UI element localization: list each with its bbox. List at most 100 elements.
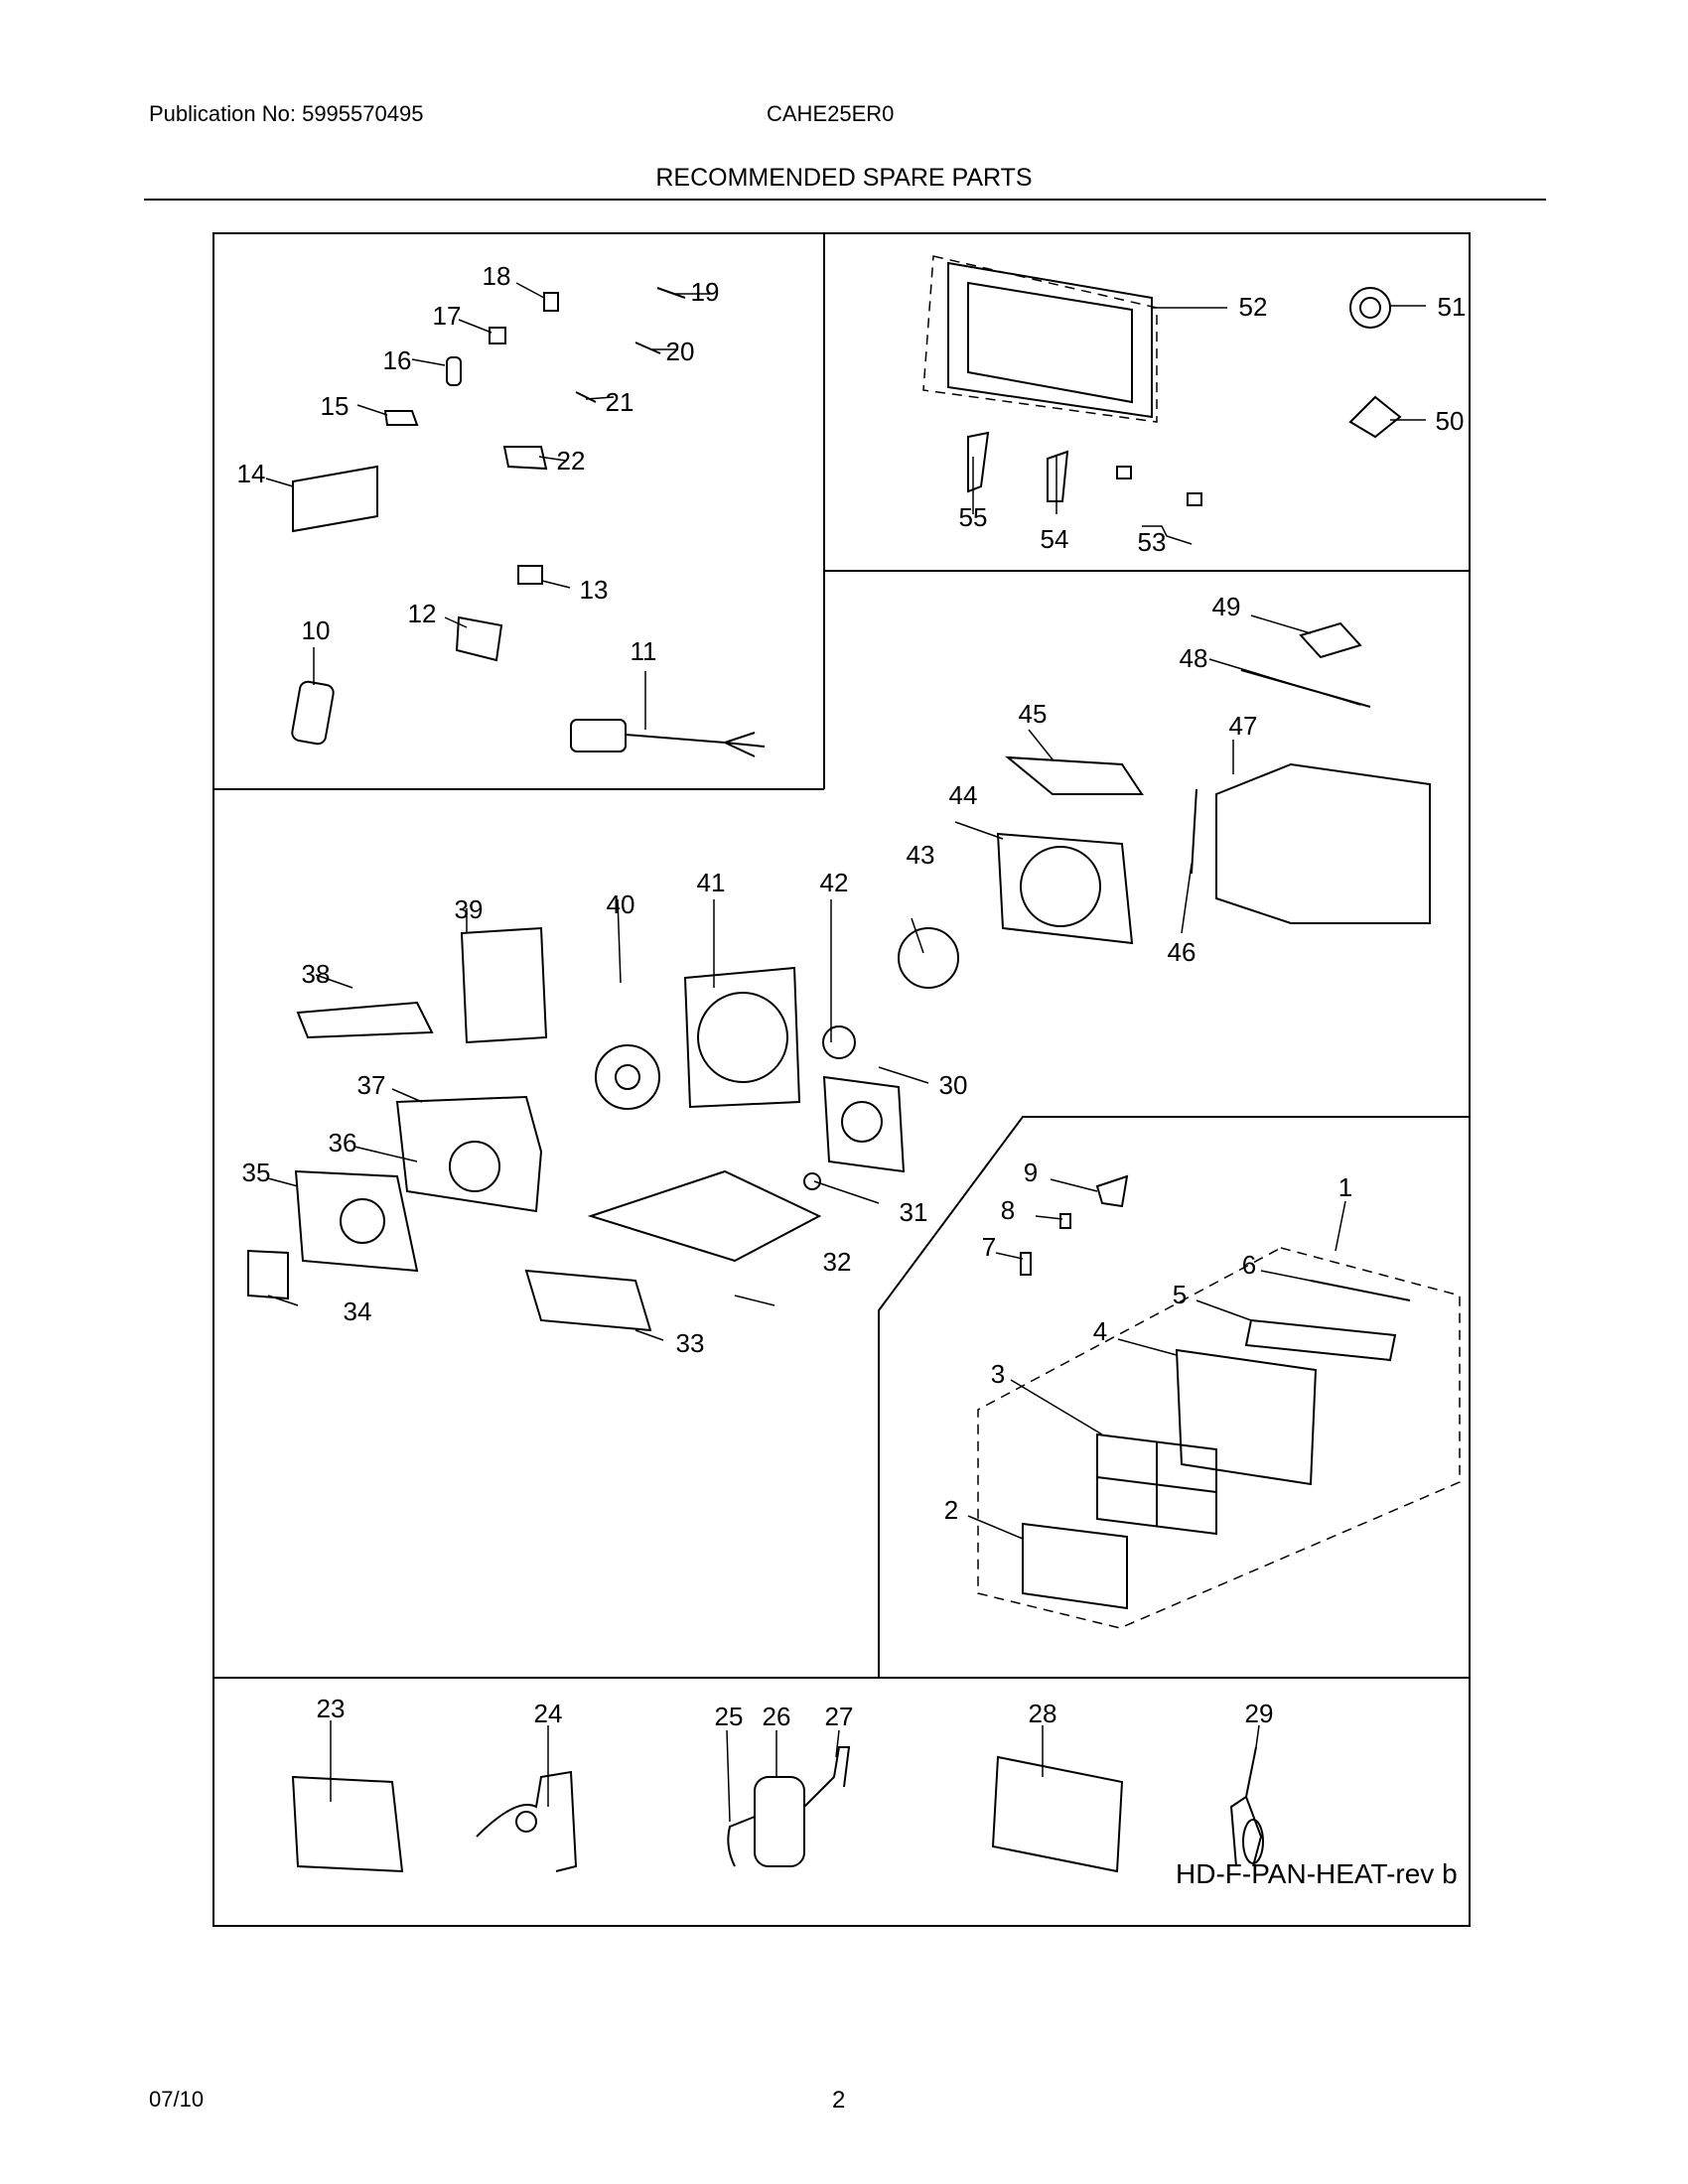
- part-3-sketch: [1096, 1433, 1217, 1536]
- part-number-label: 10: [302, 615, 331, 645]
- part-25-sketch: [727, 1816, 756, 1867]
- part-number-label: 35: [242, 1158, 271, 1187]
- part-number-label: 20: [666, 337, 695, 366]
- part-4-sketch: [1175, 1348, 1318, 1486]
- part-14-sketch: [292, 465, 378, 533]
- part-21-sketch: [575, 391, 597, 403]
- part-number-label: 5: [1173, 1280, 1187, 1309]
- part-number-label: 49: [1212, 592, 1241, 621]
- part-41-sketch: [683, 966, 801, 1109]
- part-30-sketch: [822, 1075, 906, 1173]
- part-number-label: 37: [357, 1070, 386, 1100]
- part-number-label: 52: [1239, 292, 1268, 322]
- part-number-label: 14: [237, 459, 266, 488]
- part-19-sketch: [656, 287, 686, 299]
- part-number-label: 24: [534, 1699, 563, 1728]
- part-number-label: 41: [697, 868, 726, 897]
- part-number-label: 3: [991, 1359, 1005, 1389]
- part-number-label: 1: [1338, 1172, 1352, 1202]
- part-number-label: 54: [1041, 524, 1069, 554]
- part-28-sketch: [991, 1755, 1124, 1873]
- part-26-sketch: [754, 1776, 805, 1867]
- part-39-sketch: [460, 926, 548, 1044]
- part-54-sketch: [1047, 450, 1069, 502]
- part-number-label: 42: [820, 868, 849, 897]
- part-number-label: 18: [483, 261, 511, 291]
- part-52-sketch: [947, 261, 1153, 419]
- leader-lines: [265, 282, 1426, 1823]
- part-number-label: 51: [1438, 292, 1467, 322]
- part-number-label: 25: [715, 1702, 744, 1731]
- part-2-sketch: [1022, 1522, 1128, 1610]
- header-rule: [144, 199, 1546, 201]
- part-number-label: 38: [302, 959, 331, 989]
- part-number-label: 21: [606, 387, 634, 417]
- part-23-sketch: [291, 1775, 404, 1873]
- part-18-sketch: [543, 292, 559, 312]
- part-number-label: 22: [557, 446, 586, 476]
- part-number-label: 31: [900, 1197, 928, 1227]
- dashed-outlines: [922, 255, 1461, 1629]
- part-number-label: 40: [607, 889, 635, 919]
- part-34-sketch: [247, 1249, 289, 1300]
- part-number-label: 45: [1019, 699, 1048, 729]
- part-38-sketch: [296, 1001, 434, 1039]
- part-number-label: 16: [383, 345, 412, 375]
- part-number-label: 13: [580, 575, 609, 605]
- part-42-sketch: [822, 1025, 856, 1059]
- part-7-sketch: [1020, 1252, 1032, 1276]
- part-number-label: 11: [631, 636, 657, 666]
- part-number-label: 2: [944, 1495, 958, 1525]
- part-29-sketch: [1229, 1746, 1263, 1867]
- part-50-sketch: [1348, 395, 1402, 439]
- part-number-label: 33: [676, 1328, 705, 1358]
- part-number-label: 15: [321, 391, 350, 421]
- part-16-sketch: [446, 356, 462, 386]
- part-45-sketch: [1004, 755, 1144, 795]
- part-11-sketch: [570, 719, 627, 752]
- part-31-sketch: [803, 1172, 821, 1190]
- part-number-label: 55: [959, 502, 988, 532]
- part-number-label: 29: [1245, 1699, 1274, 1728]
- publication-number: Publication No: 5995570495: [149, 101, 424, 126]
- part-51-sketch: [1349, 287, 1391, 329]
- part-17-sketch: [489, 327, 506, 344]
- part-number-label: 53: [1138, 527, 1167, 557]
- part-13-sketch: [517, 565, 543, 585]
- part-27-sketch: [803, 1746, 851, 1808]
- part-number-label: 50: [1436, 406, 1465, 436]
- part-20-sketch: [634, 341, 661, 354]
- panel-frames: [212, 232, 1471, 1927]
- part-22-sketch: [502, 446, 548, 471]
- page-number: 2: [832, 2087, 846, 2114]
- part-8-sketch: [1059, 1213, 1071, 1229]
- diagram-reference: HD-F-PAN-HEAT-rev b: [1176, 1858, 1458, 1889]
- part-number-label: 7: [982, 1232, 996, 1262]
- part-44-sketch: [996, 832, 1134, 945]
- part-sketches: [247, 261, 1431, 1873]
- part-46-sketch: [1191, 788, 1197, 875]
- part-number-label: 43: [907, 840, 935, 870]
- part-number-label: 47: [1229, 711, 1258, 741]
- part-32-sketch: [587, 1169, 822, 1263]
- part-number-label: 34: [344, 1297, 372, 1326]
- part-number-label: 19: [691, 277, 720, 307]
- part-number-label: 28: [1029, 1699, 1057, 1728]
- part-40-sketch: [595, 1044, 660, 1110]
- part-number-label: 9: [1024, 1158, 1038, 1187]
- part-48-sketch: [1240, 669, 1371, 708]
- part-33-sketch: [524, 1269, 652, 1332]
- part-6-sketch: [1310, 1280, 1411, 1301]
- part-number-label: 4: [1093, 1316, 1107, 1346]
- part-55-sketch: [967, 431, 990, 493]
- page-title: RECOMMENDED SPARE PARTS: [655, 164, 1033, 192]
- part-number-label: 23: [317, 1694, 346, 1723]
- part-43-sketch: [898, 927, 959, 989]
- part-number-label: 26: [763, 1702, 791, 1731]
- part-number-label: 8: [1001, 1195, 1015, 1225]
- part-number-label: 39: [455, 894, 484, 924]
- part-49-sketch: [1299, 621, 1362, 659]
- part-37-sketch: [395, 1095, 543, 1213]
